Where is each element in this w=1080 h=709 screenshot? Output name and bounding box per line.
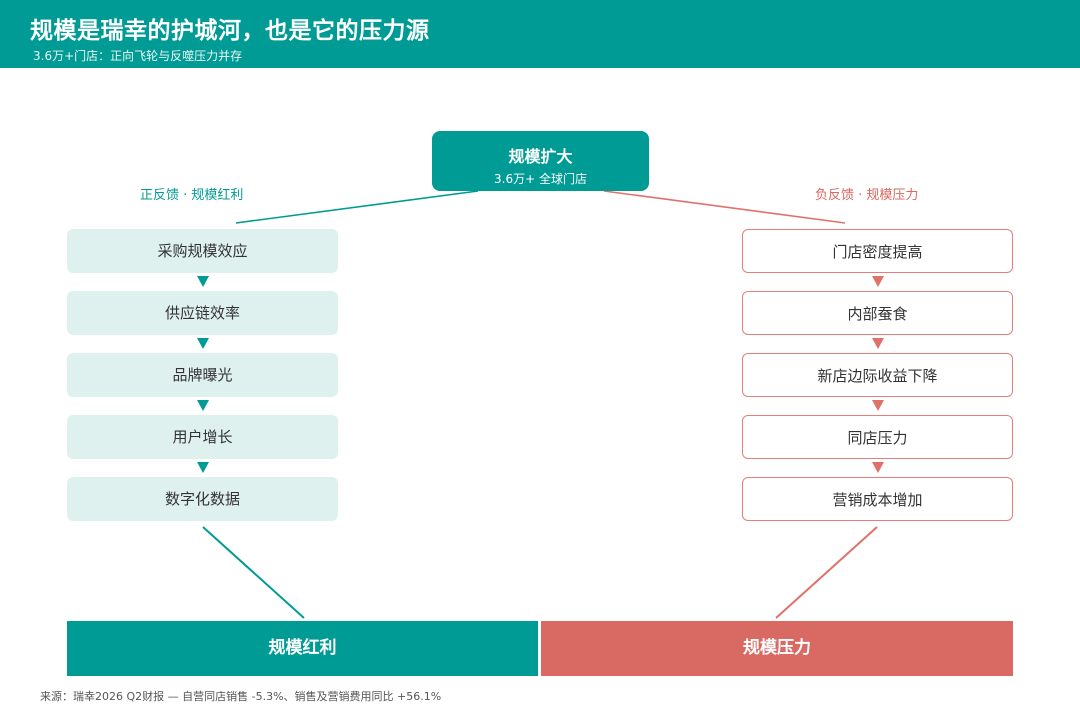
negative-feedback-label: 负反馈 · 规模压力	[815, 188, 919, 203]
header-banner: 规模是瑞幸的护城河，也是它的压力源 3.6万+门店：正向飞轮与反噬压力并存	[0, 0, 1080, 68]
negative-arrow-down-icon	[872, 276, 884, 287]
positive-feedback-label: 正反馈 · 规模红利	[140, 188, 244, 203]
positive-arrow-down-icon	[197, 276, 209, 287]
negative-step-store-density: 门店密度提高	[742, 229, 1013, 273]
connector-top-to-positive	[235, 190, 479, 224]
source-note: 来源：瑞幸2026 Q2财报 — 自营同店销售 -5.3%、销售及营销费用同比 …	[40, 690, 442, 703]
scale-expansion-title: 规模扩大	[508, 147, 573, 166]
positive-step-supply-chain: 供应链效率	[67, 291, 338, 335]
positive-step-user-growth: 用户增长	[67, 415, 338, 459]
negative-arrow-down-icon	[872, 462, 884, 473]
negative-step-marginal-return: 新店边际收益下降	[742, 353, 1013, 397]
positive-step-digital-data: 数字化数据	[67, 477, 338, 521]
positive-arrow-down-icon	[197, 338, 209, 349]
scale-expansion-subtitle: 3.6万+ 全球门店	[494, 172, 587, 186]
positive-arrow-down-icon	[197, 400, 209, 411]
positive-step-procurement: 采购规模效应	[67, 229, 338, 273]
scale-expansion-node: 规模扩大 3.6万+ 全球门店	[432, 131, 649, 191]
positive-arrow-down-icon	[197, 462, 209, 473]
connector-top-to-negative	[603, 190, 846, 224]
page-subtitle: 3.6万+门店：正向飞轮与反噬压力并存	[33, 49, 243, 63]
negative-step-marketing-cost: 营销成本增加	[742, 477, 1013, 521]
negative-step-same-store-pressure: 同店压力	[742, 415, 1013, 459]
negative-step-cannibalization: 内部蚕食	[742, 291, 1013, 335]
negative-arrow-down-icon	[872, 338, 884, 349]
scale-dividend-bar: 规模红利	[67, 621, 538, 676]
connector-negative-to-outcome	[775, 526, 878, 619]
connector-positive-to-outcome	[202, 526, 305, 619]
positive-step-brand-exposure: 品牌曝光	[67, 353, 338, 397]
page-title: 规模是瑞幸的护城河，也是它的压力源	[30, 18, 430, 44]
scale-pressure-bar: 规模压力	[541, 621, 1013, 676]
negative-arrow-down-icon	[872, 400, 884, 411]
